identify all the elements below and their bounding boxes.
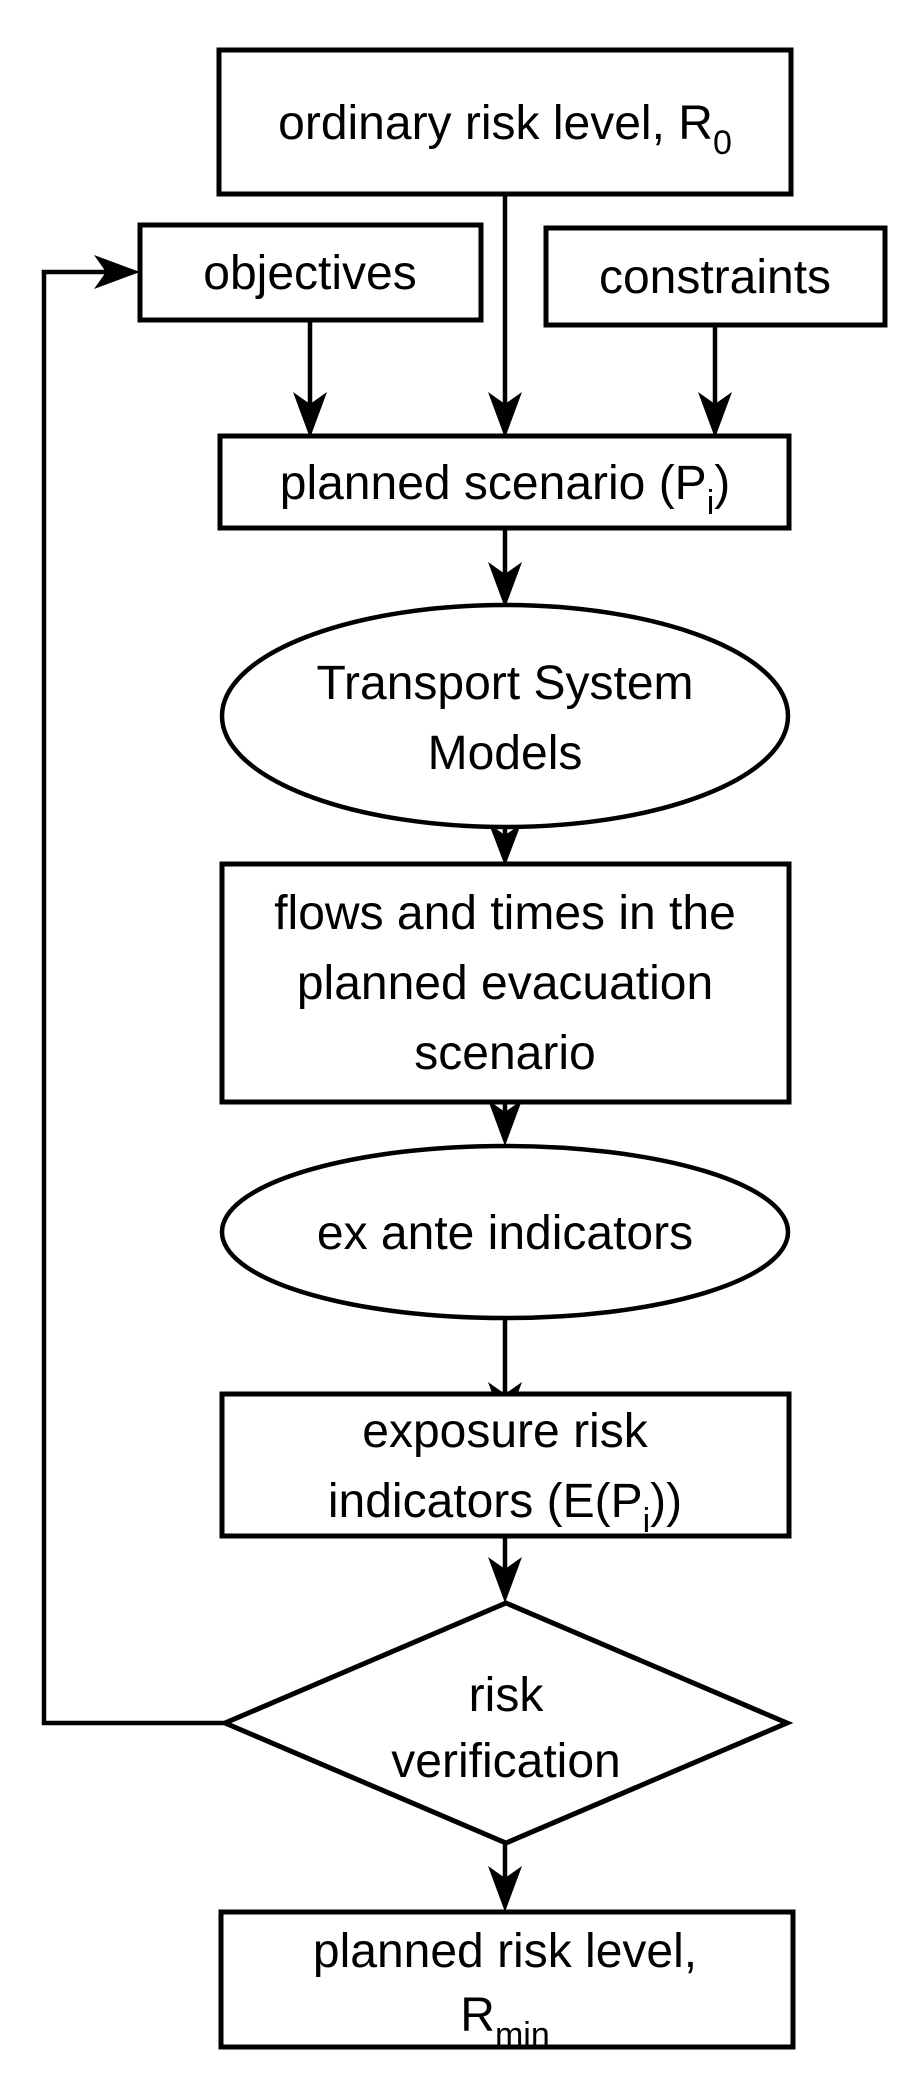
- arrow-ordinary-to-planned: [488, 194, 522, 438]
- arrow-verification-to-plannedrisk: [488, 1843, 522, 1912]
- constraints-label: constraints: [599, 251, 831, 304]
- node-ordinary-risk-level: ordinary risk level, R0: [216, 47, 794, 197]
- planned-scenario-box: [217, 433, 792, 531]
- arrow-constraints-to-planned: [698, 325, 732, 438]
- planned-risk-level-label-line1: planned risk level,: [313, 1925, 697, 1978]
- transport-system-models-ellipse: [219, 602, 791, 830]
- arrow-objectives-to-planned: [293, 320, 327, 438]
- arrow-exposure-to-verification: [488, 1536, 522, 1603]
- node-exposure-risk-indicators: exposure risk indicators (E(Pi)): [219, 1391, 792, 1540]
- planned-risk-level-label-line2: Rmin: [460, 1989, 549, 2054]
- flows-and-times-label-line2: planned evacuation: [297, 957, 713, 1010]
- node-constraints: constraints: [543, 225, 888, 328]
- exposure-risk-indicators-box: [219, 1391, 792, 1539]
- constraints-box: [543, 225, 888, 328]
- arrow-planned-to-transport: [488, 528, 522, 608]
- exposure-risk-indicators-label-line1: exposure risk: [362, 1405, 648, 1458]
- node-risk-verification: risk verification: [218, 1600, 794, 1846]
- ordinary-risk-level-box: [216, 47, 794, 197]
- node-flows-and-times: flows and times in the planned evacuatio…: [219, 861, 792, 1105]
- feedback-loop-verification-to-objectives: [41, 255, 225, 1726]
- node-planned-risk-level: planned risk level, Rmin: [218, 1909, 796, 2054]
- risk-verification-diamond: [218, 1600, 794, 1846]
- node-planned-scenario: planned scenario (Pi): [217, 433, 792, 531]
- ordinary-risk-level-label: ordinary risk level, R0: [278, 97, 732, 162]
- exposure-risk-indicators-label-line2: indicators (E(Pi)): [328, 1475, 682, 1540]
- arrow-transport-to-flows: [489, 824, 521, 866]
- flows-and-times-label-line1: flows and times in the: [274, 887, 736, 940]
- risk-verification-label-line2: verification: [391, 1735, 620, 1788]
- node-objectives: objectives: [137, 222, 484, 323]
- risk-verification-label-line1: risk: [469, 1669, 545, 1722]
- transport-system-models-label-line1: Transport System: [317, 657, 694, 710]
- planned-risk-level-box: [218, 1909, 796, 2050]
- ex-ante-indicators-label: ex ante indicators: [317, 1207, 693, 1260]
- arrow-flows-to-exante: [488, 1100, 522, 1146]
- objectives-label: objectives: [203, 247, 416, 300]
- planned-scenario-label: planned scenario (Pi): [280, 457, 730, 522]
- flows-and-times-box: [219, 861, 792, 1105]
- node-ex-ante-indicators: ex ante indicators: [219, 1143, 791, 1321]
- flows-and-times-label-line3: scenario: [414, 1027, 595, 1080]
- objectives-box: [137, 222, 484, 323]
- ex-ante-indicators-ellipse: [219, 1143, 791, 1321]
- node-transport-system-models: Transport System Models: [219, 602, 791, 830]
- transport-system-models-label-line2: Models: [428, 727, 583, 780]
